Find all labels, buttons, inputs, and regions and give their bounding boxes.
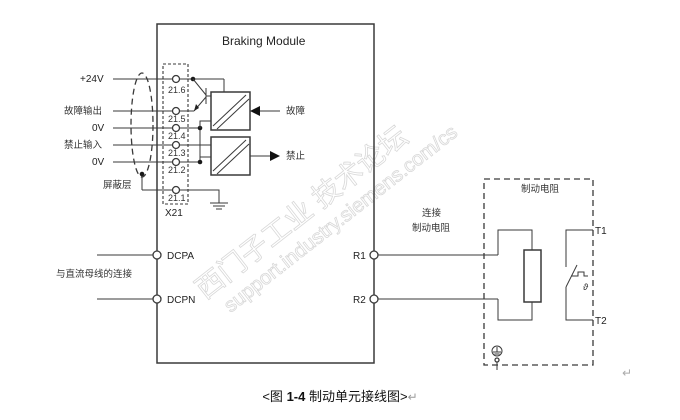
caption-return-mark: ↵ bbox=[407, 390, 418, 404]
signal-label-inhibit-in: 禁止输入 bbox=[64, 139, 103, 151]
terminal-21-2 bbox=[171, 157, 181, 167]
thermal-symbol: ϑ bbox=[583, 282, 589, 292]
resistor-circuit bbox=[497, 229, 593, 321]
caption-text: 制动单元接线图> bbox=[305, 389, 408, 404]
caption-open: <图 bbox=[262, 389, 287, 404]
paragraph-mark: ↵ bbox=[622, 366, 633, 380]
pin-label-21-6: 21.6 bbox=[168, 85, 186, 95]
pin-label-21-3: 21.3 bbox=[168, 148, 186, 158]
t1-label: T1 bbox=[595, 226, 607, 237]
braking-resistor-box bbox=[483, 178, 594, 366]
fault-optocoupler-box bbox=[210, 91, 251, 131]
resistor-box-title: 制动电阻 bbox=[521, 183, 560, 195]
terminal-r2 bbox=[369, 294, 379, 304]
signal-label-fault-out: 故障输出 bbox=[64, 105, 102, 117]
x21-label: X21 bbox=[165, 208, 183, 219]
pin-label-21-5: 21.5 bbox=[168, 114, 186, 124]
dcpa-label: DCPA bbox=[167, 251, 194, 262]
pin-label-21-2: 21.2 bbox=[168, 165, 186, 175]
signal-label-24v: +24V bbox=[80, 74, 104, 85]
dcpn-label: DCPN bbox=[167, 295, 195, 306]
terminal-21-1 bbox=[171, 185, 181, 195]
transistor-emitter-arrow bbox=[194, 104, 199, 111]
watermark-line1: 西门子工业 技术论坛 bbox=[190, 120, 414, 304]
shield-junction-dot bbox=[139, 171, 145, 177]
pin-label-21-1: 21.1 bbox=[168, 193, 186, 203]
figure-caption: <图 1-4 制动单元接线图>↵ bbox=[0, 386, 680, 405]
r2-label: R2 bbox=[353, 295, 366, 306]
braking-module-box bbox=[156, 23, 375, 364]
terminal-21-5 bbox=[171, 106, 181, 116]
signal-label-shield: 屏蔽层 bbox=[103, 179, 132, 191]
shield-ellipse bbox=[130, 72, 154, 178]
terminal-21-3 bbox=[171, 140, 181, 150]
terminal-21-4 bbox=[171, 123, 181, 133]
inhibit-optocoupler-box bbox=[210, 136, 251, 176]
inhibit-signal-label: 禁止 bbox=[286, 150, 306, 162]
r1-label: R1 bbox=[353, 251, 366, 262]
pin-label-21-4: 21.4 bbox=[168, 131, 186, 141]
terminal-r1 bbox=[369, 250, 379, 260]
thermal-actuator bbox=[571, 271, 588, 277]
internal-circuit bbox=[180, 76, 280, 210]
t2-label: T2 bbox=[595, 316, 607, 327]
connect-label-line2: 制动电阻 bbox=[412, 222, 451, 234]
terminal-21-6 bbox=[171, 74, 181, 84]
watermark-line2: support.industry.siemens.com/cs bbox=[220, 121, 462, 317]
terminal-dcpn bbox=[152, 294, 162, 304]
terminal-dcpa bbox=[152, 250, 162, 260]
fault-signal-label: 故障 bbox=[286, 105, 306, 117]
resistor-element bbox=[523, 249, 542, 303]
connect-label-line1: 连接 bbox=[422, 207, 442, 219]
x21-terminals bbox=[171, 74, 181, 195]
signal-label-0v-1: 0V bbox=[92, 123, 105, 134]
x21-terminal-block bbox=[162, 63, 189, 205]
junction-0v-2 bbox=[197, 159, 203, 165]
protective-earth-icon bbox=[491, 345, 503, 370]
module-title: Braking Module bbox=[222, 34, 306, 48]
signal-wires bbox=[113, 78, 173, 191]
inhibit-output-arrow bbox=[270, 151, 280, 161]
signal-label-0v-2: 0V bbox=[92, 157, 105, 168]
dc-bus-connection-label: 与直流母线的连接 bbox=[56, 268, 133, 280]
caption-number: 1-4 bbox=[286, 389, 306, 404]
fault-input-arrow bbox=[250, 106, 260, 116]
